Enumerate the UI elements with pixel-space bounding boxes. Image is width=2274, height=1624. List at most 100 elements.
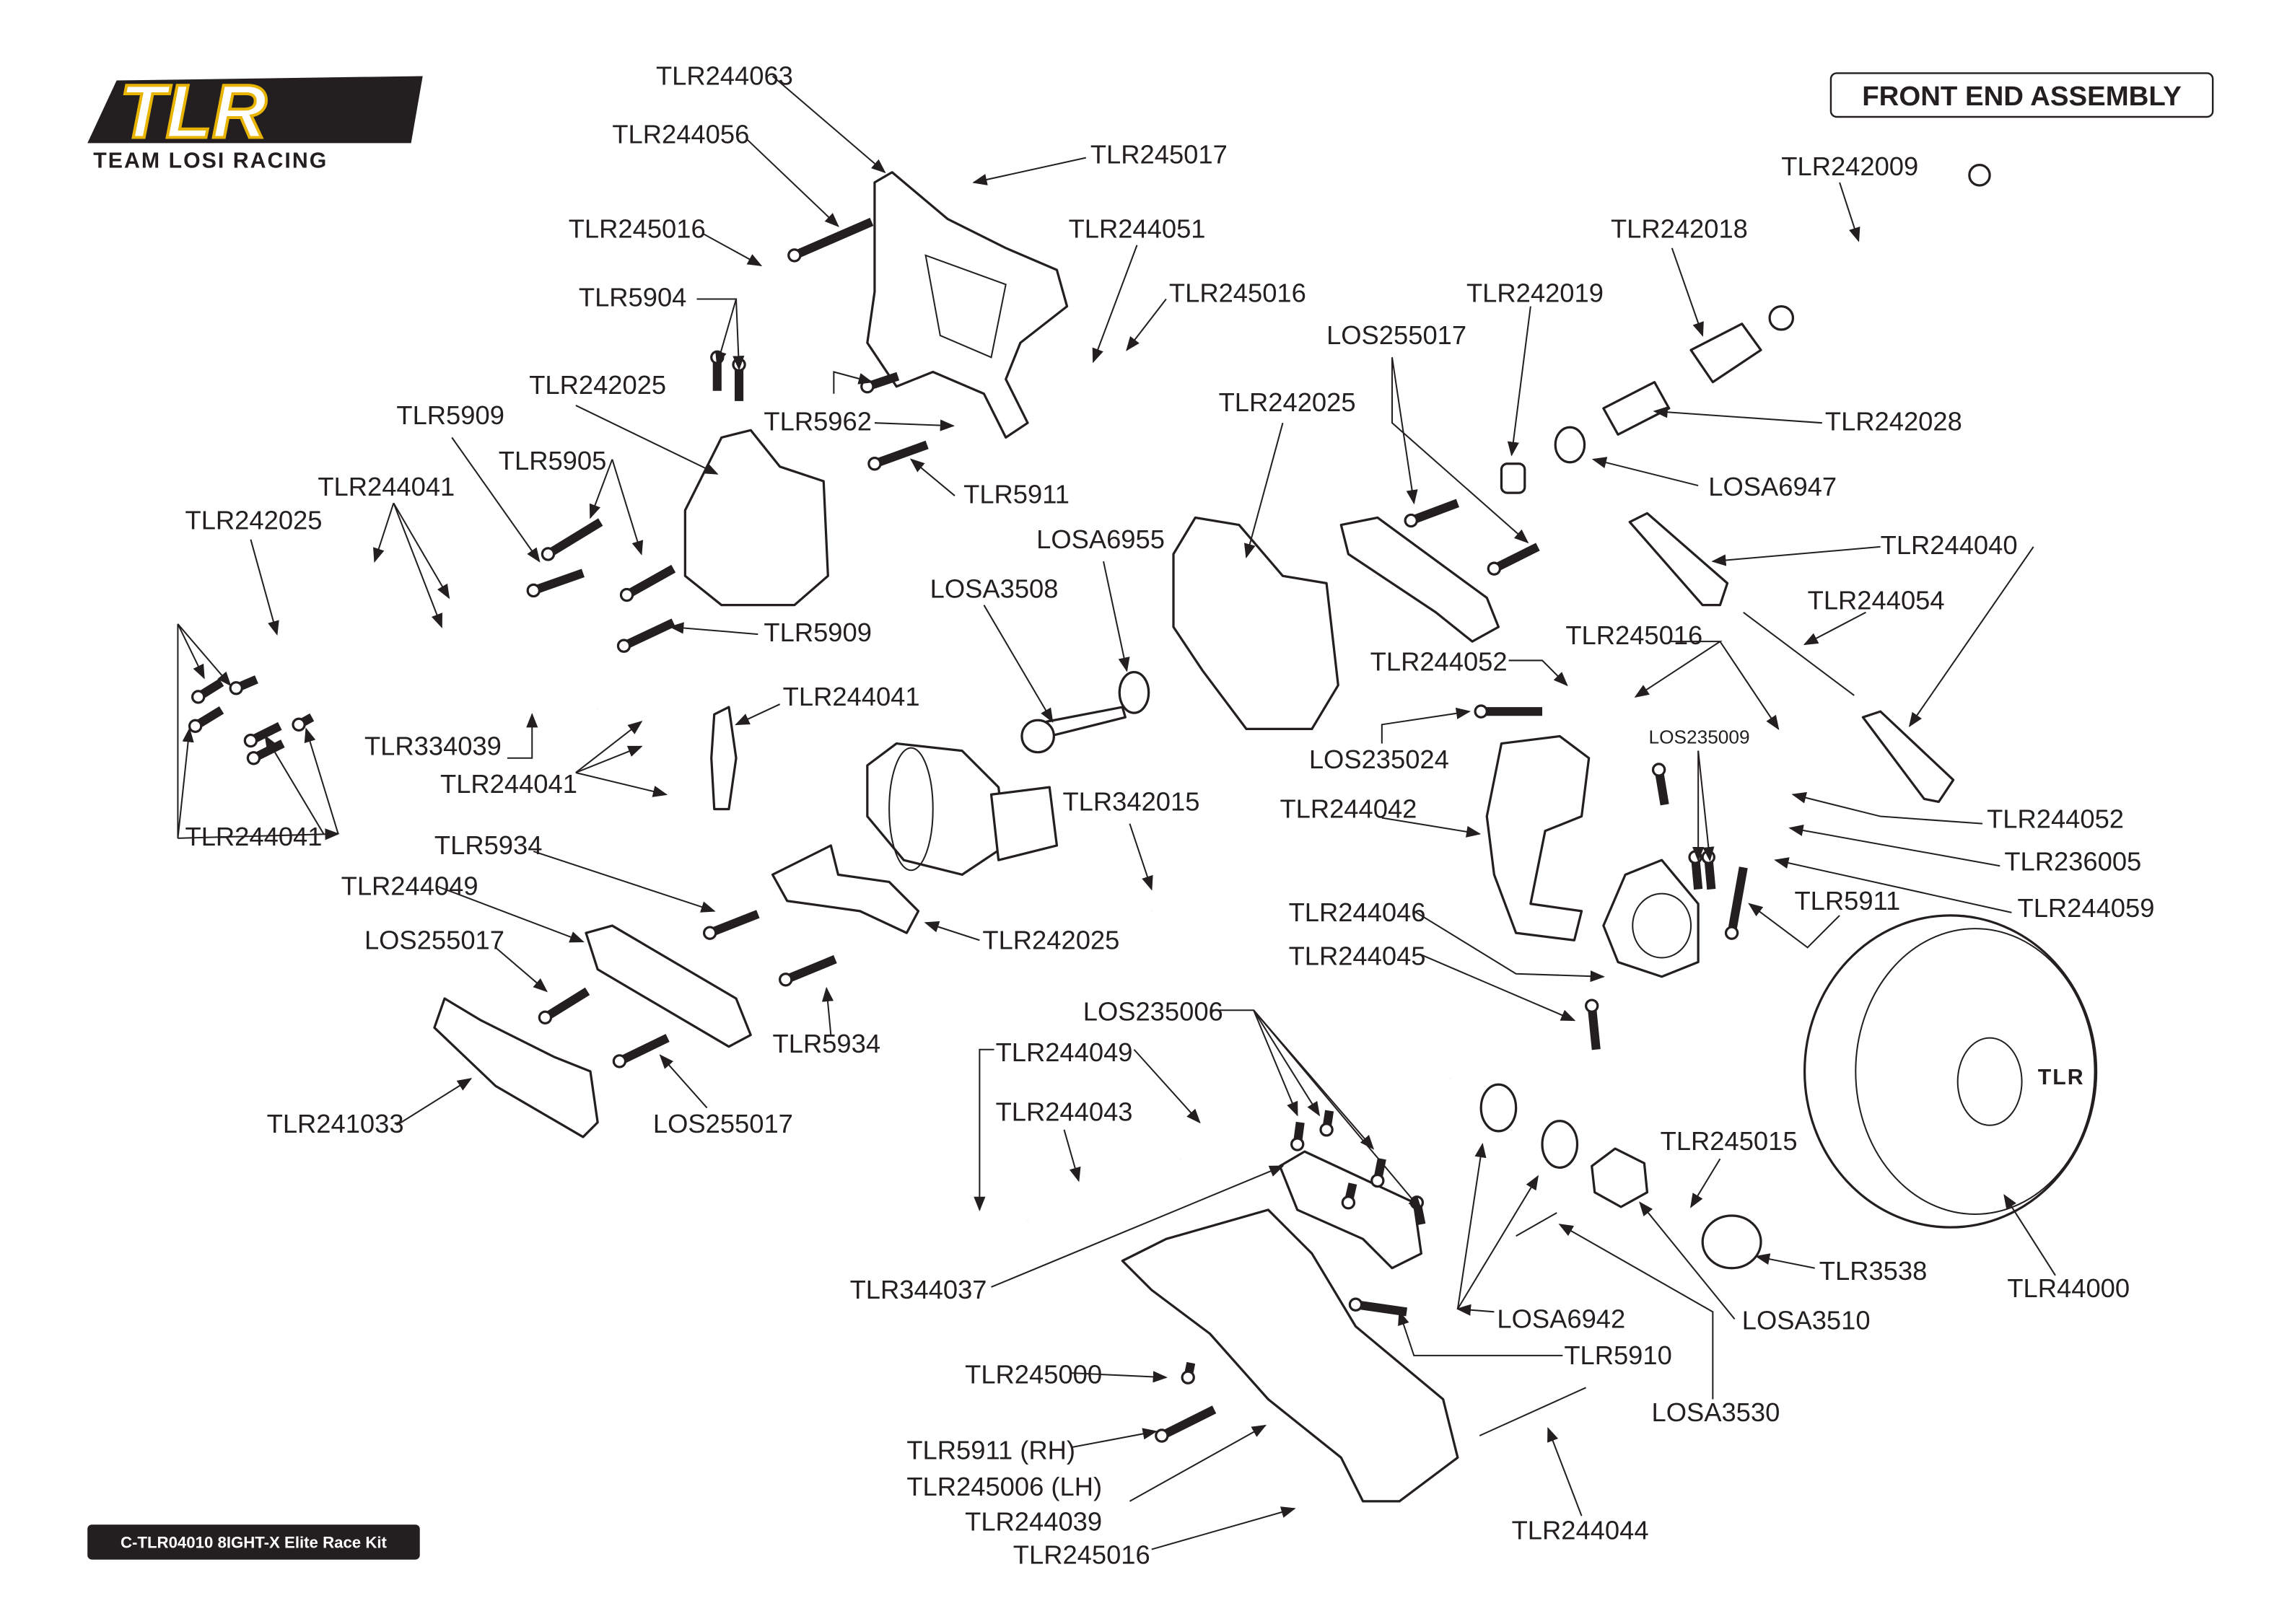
part-label: LOSA3530	[1652, 1397, 1780, 1427]
screw	[708, 910, 760, 937]
screw-head	[1290, 1137, 1305, 1151]
leader-arrow	[1803, 611, 1866, 646]
leader-arrow	[2003, 1194, 2056, 1276]
screw-head	[612, 1054, 627, 1068]
hinge-pin-lower	[1479, 1387, 1587, 1436]
leader-arrow	[1071, 1428, 1158, 1449]
leader-arrow	[1591, 457, 1699, 487]
part-label: TLR5911	[1794, 886, 1900, 916]
part-label: TLR244039	[965, 1506, 1102, 1536]
part-label: TLR342015	[1062, 786, 1199, 816]
part-label: TLR245016	[1169, 278, 1306, 308]
spacer-tlr242019	[1500, 462, 1526, 494]
turnbuckle-rod	[1743, 611, 1855, 696]
part-label: TLR3538	[1819, 1256, 1928, 1286]
leader-arrow	[177, 623, 232, 687]
leader-arrow	[1508, 659, 1568, 687]
screw-head	[1585, 998, 1599, 1013]
part-label: TLR244042	[1280, 794, 1417, 824]
part-label: TLR245006 (LH)	[906, 1472, 1102, 1501]
bumper	[433, 997, 599, 1138]
part-label: TLR5962	[764, 406, 872, 436]
leader-arrow	[437, 885, 585, 943]
front-bulkhead	[1172, 516, 1339, 730]
outdrive	[1602, 381, 1671, 436]
steering-block	[1485, 734, 1591, 942]
leader-arrow	[1253, 1009, 1321, 1117]
screw-head	[292, 717, 306, 732]
steering-rack	[585, 924, 752, 1048]
part-label: LOS235024	[1309, 745, 1449, 774]
part-label: TLR244052	[1987, 804, 2124, 834]
screw-head	[1487, 561, 1502, 576]
part-label: TLR244052	[1370, 647, 1508, 677]
part-label: TLR242025	[1219, 387, 1356, 417]
leader-arrow	[575, 721, 643, 773]
leader-arrow	[177, 727, 194, 838]
screw-head	[779, 973, 793, 987]
page-title: FRONT END ASSEMBLY	[1862, 81, 2182, 112]
spindle-bore	[1632, 892, 1692, 959]
leader-arrow	[373, 502, 395, 563]
leader-arrow	[1791, 791, 1983, 825]
part-label: TLR5904	[579, 283, 687, 312]
leader-arrow	[733, 299, 745, 371]
screw-head	[541, 547, 556, 561]
screw	[624, 564, 676, 599]
part-label: TLR242028	[1825, 406, 1962, 436]
leader-arrow	[1103, 561, 1130, 672]
steering-link	[710, 706, 738, 811]
screw-head	[619, 587, 634, 602]
spindle-carrier	[1602, 859, 1700, 978]
screw-head	[710, 350, 725, 364]
leader-arrow	[1908, 546, 2034, 727]
leader-arrow	[1671, 247, 1704, 337]
logo-mark: TLR	[120, 69, 267, 154]
ring-gear	[888, 747, 934, 872]
part-label: TLR245017	[1090, 140, 1228, 170]
leader-arrow	[1547, 1427, 1583, 1517]
leader-arrow	[507, 713, 538, 759]
leader-arrow	[1690, 1158, 1721, 1208]
leader-arrow	[1653, 406, 1822, 424]
screw	[1492, 543, 1540, 573]
part-label: TLR244051	[1069, 214, 1206, 244]
leader-arrow	[991, 1165, 1285, 1288]
screw-head	[243, 733, 258, 748]
footer-badge: C-TLR04010 8IGHT-X Elite Race Kit	[87, 1524, 420, 1560]
part-label: TLR334039	[364, 732, 502, 761]
bearing-losa6955	[1118, 670, 1150, 714]
leader-arrow	[1071, 1371, 1168, 1383]
part-label: TLR244059	[2018, 893, 2155, 923]
part-label: TLR242025	[982, 925, 1119, 954]
screw-head	[1319, 1123, 1334, 1137]
leader-arrow	[909, 458, 955, 496]
leader-arrow	[659, 1054, 708, 1109]
part-label: LOS255017	[653, 1109, 793, 1138]
logo-tagline: TEAM LOSI RACING	[93, 149, 328, 173]
part-label: TLR244046	[1289, 897, 1426, 927]
screw-head	[1370, 1173, 1385, 1188]
leader-arrow	[735, 703, 781, 726]
screw-head	[1409, 1195, 1425, 1210]
part-label: TLR5910	[1564, 1340, 1672, 1370]
part-label: LOS235006	[1083, 996, 1223, 1026]
screw-head	[526, 583, 541, 598]
part-label: TLR5934	[773, 1029, 881, 1058]
shock-tower-cutout	[924, 254, 1007, 359]
leader-arrow	[451, 436, 541, 563]
part-label: TLR244056	[612, 119, 749, 149]
part-label: LOSA6955	[1036, 524, 1165, 554]
leader-arrow	[1253, 1009, 1422, 1211]
pinion-gear	[1020, 719, 1055, 754]
bearing-losa6947	[1554, 426, 1586, 464]
leader-arrow	[1133, 1049, 1201, 1124]
part-label: TLR242018	[1611, 214, 1748, 244]
leader-arrow	[1381, 817, 1482, 838]
part-label: TLR242009	[1781, 152, 1918, 181]
pinion-shaft	[1045, 706, 1127, 738]
screw-head	[616, 638, 631, 653]
leader-arrow	[833, 371, 873, 394]
part-label: TLR245016	[569, 214, 706, 244]
